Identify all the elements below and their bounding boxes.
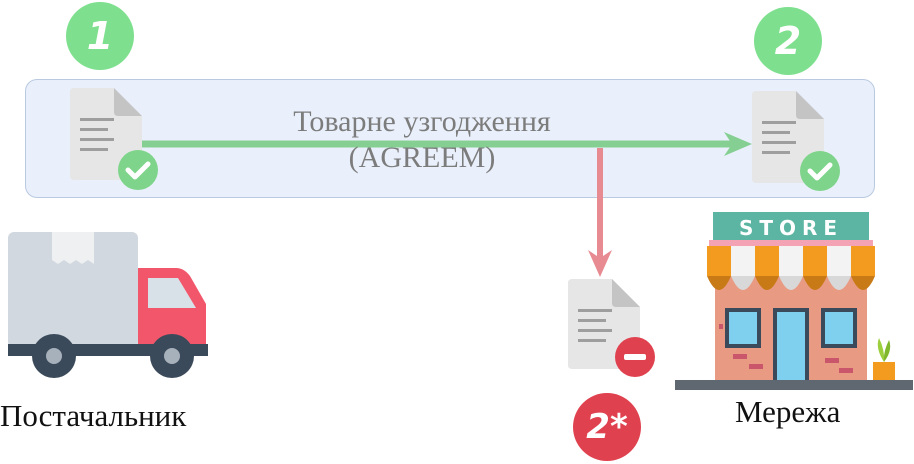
agreement-arrow — [142, 132, 752, 156]
step-2-alt-badge: 2* — [573, 393, 641, 461]
flow-label: Товарне узгодження (AGREEM) — [232, 104, 612, 176]
rejection-arrow — [588, 148, 612, 277]
document-minus-icon — [568, 279, 655, 377]
step-1-badge: 1 — [66, 2, 134, 70]
flow-label-line2: (AGREEM) — [348, 141, 496, 174]
document-check-icon — [70, 88, 158, 190]
truck-icon — [8, 232, 208, 378]
store-sign: STORE — [739, 216, 843, 240]
supplier-label: Постачальник — [0, 398, 187, 433]
document-check-icon — [752, 91, 840, 191]
flow-label-line1: Товарне узгодження — [293, 105, 551, 138]
step-2-badge: 2 — [754, 7, 822, 75]
store-icon: STORE — [675, 212, 913, 390]
network-label: Мережа — [735, 394, 841, 429]
